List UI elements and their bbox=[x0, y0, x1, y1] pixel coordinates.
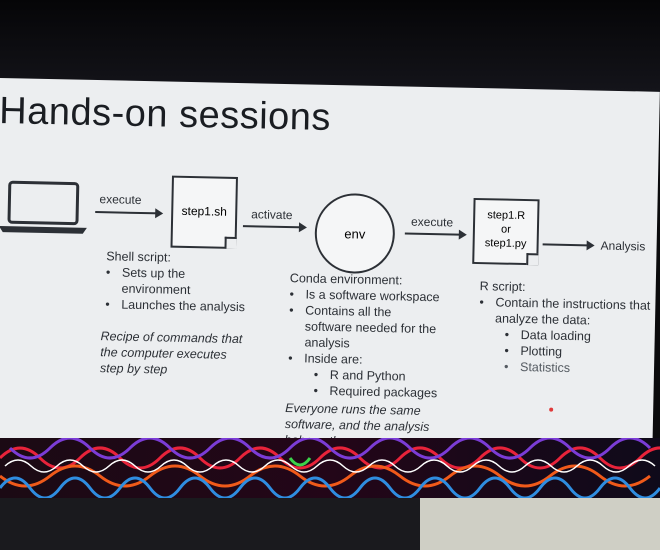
arrow-execute-2 bbox=[404, 232, 465, 236]
room-bottom bbox=[0, 498, 660, 550]
shell-note: Recipe of commands that the computer exe… bbox=[100, 328, 243, 379]
presentation-slide: Hands-on sessions execute step1.sh activ… bbox=[0, 78, 660, 452]
shell-note-line-2: the computer executes bbox=[100, 345, 227, 362]
activate-label: activate bbox=[251, 207, 293, 223]
execute-label-2: execute bbox=[410, 214, 454, 230]
shell-note-line-3: step by step bbox=[99, 361, 168, 377]
analysis-label: Analysis bbox=[600, 238, 646, 254]
shell-note-line-1: Recipe of commands that bbox=[100, 329, 243, 347]
step1-r-document: step1.R or step1.py bbox=[472, 197, 540, 266]
laser-pointer-dot bbox=[549, 407, 554, 412]
conda-sub-2: Required packages bbox=[329, 383, 437, 401]
decorative-pattern bbox=[0, 438, 660, 498]
step1-py-label: step1.py bbox=[484, 237, 527, 251]
rscript-sub-3: Statistics bbox=[520, 359, 570, 376]
conda-bullet-2-line-2: software needed for the bbox=[304, 319, 437, 337]
execute-label-1: execute bbox=[99, 192, 142, 207]
rscript-bullet-1-line-2: analyze the data: bbox=[494, 311, 591, 328]
slide-title: Hands-on sessions bbox=[0, 89, 332, 139]
shell-bullet-1-line-2: environment bbox=[121, 281, 191, 298]
step1-sh-label: step1.sh bbox=[181, 203, 228, 219]
env-circle: env bbox=[313, 192, 396, 275]
rscript-heading: R script: bbox=[479, 279, 526, 295]
arrow-activate bbox=[242, 225, 305, 229]
conda-bullet-3: Inside are: bbox=[304, 350, 363, 367]
env-label: env bbox=[344, 225, 366, 242]
conda-bullet-2-line-1: Contains all the bbox=[305, 303, 392, 320]
arrow-analysis bbox=[542, 243, 593, 247]
shell-bullet-1: Sets up the environment bbox=[121, 265, 190, 298]
shell-bullet-1-line-1: Sets up the bbox=[121, 265, 186, 281]
ceiling bbox=[0, 0, 660, 92]
rscript-bullet-1: Contain the instructions that analyze th… bbox=[495, 294, 651, 329]
wall-panel bbox=[420, 498, 660, 550]
step1-r-label: step1.R bbox=[487, 209, 526, 223]
shell-heading: Shell script: bbox=[106, 249, 172, 265]
step1-sh-document: step1.sh bbox=[170, 175, 238, 249]
conda-note-line-1: Everyone runs the same bbox=[285, 401, 421, 418]
conda-bullet-2: Contains all the software needed for the… bbox=[304, 302, 436, 353]
rscript-sub-1: Data loading bbox=[521, 327, 592, 344]
shell-bullet-2: Launches the analysis bbox=[121, 297, 245, 316]
conda-note-line-2: software, and the analysis bbox=[284, 417, 430, 435]
rscript-sub-2: Plotting bbox=[520, 343, 562, 360]
or-label: or bbox=[500, 223, 511, 236]
conda-sub-1: R and Python bbox=[330, 367, 406, 385]
laptop-icon bbox=[0, 180, 87, 234]
rscript-bullet-1-line-1: Contain the instructions that bbox=[495, 295, 651, 313]
arrow-execute-1 bbox=[95, 211, 162, 215]
conda-bullet-2-line-3: analysis bbox=[304, 335, 350, 351]
